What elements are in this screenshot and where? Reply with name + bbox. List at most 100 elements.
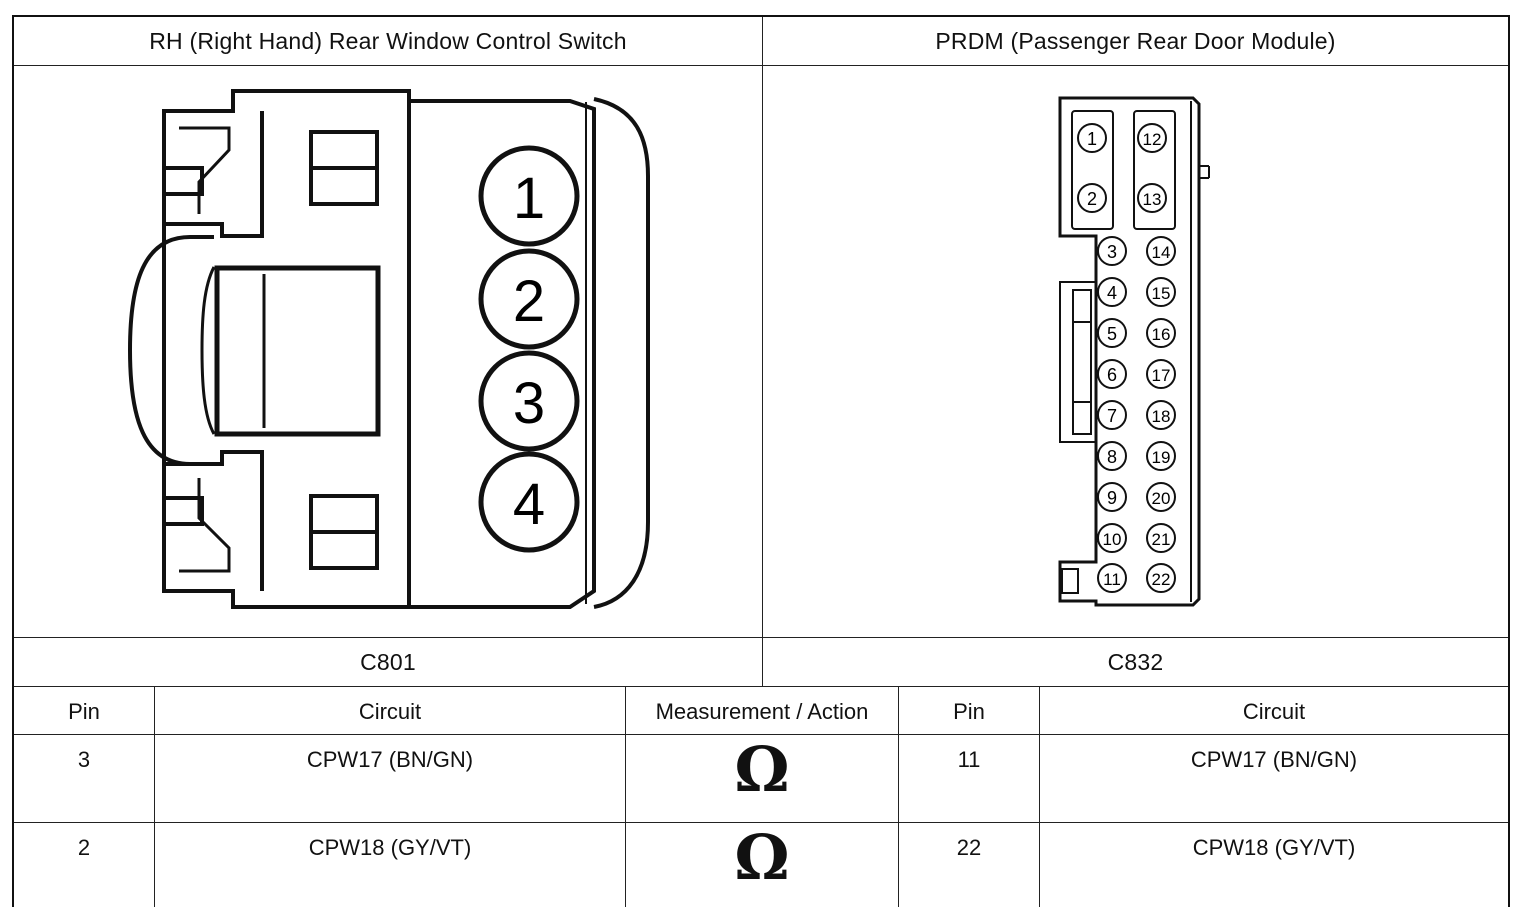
c832-lock-window	[1061, 568, 1079, 594]
c801-connector-diagram: 1 2 3 4	[127, 89, 650, 609]
c832-pin-16-label: 16	[1152, 325, 1171, 344]
table-row-1-circuit-right-value: CPW17 (BN/GN)	[1190, 747, 1358, 772]
c832-pin-13-label: 13	[1143, 190, 1162, 209]
table-header-measurement-label: Measurement / Action	[655, 699, 869, 724]
c832-pin-12-label: 12	[1143, 130, 1162, 149]
c832-pin-11: 11	[1097, 563, 1127, 593]
c801-pin-3: 3	[478, 350, 580, 452]
c801-terminal-face	[409, 99, 596, 609]
c832-pin-3: 3	[1097, 236, 1127, 266]
left-connector-title: RH (Right Hand) Rear Window Control Swit…	[149, 28, 627, 54]
c801-bottom-latch-inner	[179, 478, 231, 573]
left-connector-id-cell: C801	[14, 638, 763, 687]
c832-pin-6-label: 6	[1107, 365, 1117, 385]
c801-pin-3-label: 3	[513, 371, 545, 436]
c832-pin-4-label: 4	[1107, 283, 1117, 303]
table-row-1-measurement: Ω	[626, 735, 899, 823]
c801-top-latch	[162, 111, 264, 238]
table-row-2-pin-right: 22	[899, 823, 1040, 907]
table-row-1-circuit-right: CPW17 (BN/GN)	[1040, 735, 1508, 823]
table-row-1-circuit-left-value: CPW17 (BN/GN)	[306, 747, 474, 772]
c832-pin-3-label: 3	[1107, 242, 1117, 262]
c801-center-cavity	[214, 265, 381, 437]
table-header-circuit-right-label: Circuit	[1242, 699, 1306, 724]
c832-pin-18-label: 18	[1152, 407, 1171, 426]
right-connector-id-cell: C832	[763, 638, 1508, 687]
table-header-circuit-right: Circuit	[1040, 687, 1508, 735]
c832-pin-1-label: 1	[1087, 129, 1097, 149]
c801-top-latch-inner	[179, 126, 231, 214]
left-connector-drawing-cell: 1 2 3 4	[14, 66, 763, 638]
c832-pin-10: 10	[1097, 523, 1127, 553]
table-row-1-pin-left-value: 3	[77, 747, 91, 772]
c832-pin-21: 21	[1146, 523, 1176, 553]
c832-pin-9: 9	[1097, 482, 1127, 512]
c801-left-release-tab	[127, 235, 214, 466]
c832-top-left-cavity	[1071, 110, 1114, 230]
table-row-1-circuit-left: CPW17 (BN/GN)	[155, 735, 626, 823]
table-row-1-pin-right: 11	[899, 735, 1040, 823]
c801-left-release-tab-inner	[200, 266, 216, 435]
table-row-2-circuit-right: CPW18 (GY/VT)	[1040, 823, 1508, 907]
c832-pin-17-label: 17	[1152, 366, 1171, 385]
left-connector-title-cell: RH (Right Hand) Rear Window Control Swit…	[14, 17, 763, 66]
table-header-pin-right: Pin	[899, 687, 1040, 735]
c801-pin-4: 4	[478, 451, 580, 553]
c832-pin-13: 13	[1137, 183, 1167, 213]
c832-top-right-cavity	[1133, 110, 1176, 230]
c832-pin-8: 8	[1097, 441, 1127, 471]
c801-bottom-latch	[162, 450, 264, 591]
c832-pin-7: 7	[1097, 400, 1127, 430]
c832-pin-8-label: 8	[1107, 447, 1117, 467]
table-header-pin-left: Pin	[14, 687, 155, 735]
table-header-circuit-left-label: Circuit	[358, 699, 422, 724]
c832-pin-7-label: 7	[1107, 406, 1117, 426]
c832-pin-2-label: 2	[1087, 189, 1097, 209]
table-row-1-pin-left: 3	[14, 735, 155, 823]
ohm-icon: Ω	[734, 821, 790, 894]
table-row-1-pin-right-value: 11	[957, 747, 981, 772]
c801-pin-1-label: 1	[513, 166, 545, 231]
table-row-2-measurement: Ω	[626, 823, 899, 907]
c832-pin-12: 12	[1137, 123, 1167, 153]
right-connector-title-cell: PRDM (Passenger Rear Door Module)	[763, 17, 1508, 66]
c801-pin-4-label: 4	[513, 472, 545, 537]
c801-right-cap	[593, 97, 650, 609]
c832-pin-21-label: 21	[1152, 530, 1171, 549]
c832-pin-1: 1	[1077, 123, 1107, 153]
c832-pin-19-label: 19	[1152, 448, 1171, 467]
table-header-circuit-left: Circuit	[155, 687, 626, 735]
c832-pin-14-label: 14	[1152, 243, 1171, 262]
c832-pin-15: 15	[1146, 277, 1176, 307]
right-connector-title: PRDM (Passenger Rear Door Module)	[935, 28, 1336, 54]
c832-pin-5-label: 5	[1107, 324, 1117, 344]
c832-pin-20-label: 20	[1152, 489, 1171, 508]
table-row-2-circuit-left-value: CPW18 (GY/VT)	[308, 835, 472, 860]
c832-pin-2: 2	[1077, 183, 1107, 213]
c832-pin-18: 18	[1146, 400, 1176, 430]
table-row-2-circuit-right-value: CPW18 (GY/VT)	[1192, 835, 1356, 860]
table-header-pin-left-label: Pin	[68, 699, 100, 724]
c832-pin-22: 22	[1146, 563, 1176, 593]
c832-pin-9-label: 9	[1107, 488, 1117, 508]
c832-housing-outline	[1058, 96, 1201, 607]
c832-pin-14: 14	[1146, 236, 1176, 266]
table-row-2-pin-right-value: 22	[956, 835, 982, 860]
c832-pin-10-label: 10	[1103, 530, 1122, 549]
c832-pin-4: 4	[1097, 277, 1127, 307]
c832-left-rail-inner	[1072, 289, 1092, 435]
table-row-2-pin-left: 2	[14, 823, 155, 907]
c832-pin-15-label: 15	[1152, 284, 1171, 303]
c832-left-rail	[1059, 281, 1097, 443]
c832-pin-11-label: 11	[1103, 570, 1121, 589]
c832-pin-19: 19	[1146, 441, 1176, 471]
table-row-2-pin-left-value: 2	[77, 835, 91, 860]
c801-pin-2: 2	[478, 248, 580, 350]
c832-pin-6: 6	[1097, 359, 1127, 389]
c801-pin-2-label: 2	[513, 269, 545, 334]
table-row-2-circuit-left: CPW18 (GY/VT)	[155, 823, 626, 907]
c832-pin-17: 17	[1146, 359, 1176, 389]
pinout-sheet: RH (Right Hand) Rear Window Control Swit…	[12, 15, 1510, 907]
c832-pin-20: 20	[1146, 482, 1176, 512]
c832-connector-diagram: 1 2 12 13 3 4 5 6 7 8 9 10 11 14 15 16 1…	[1058, 96, 1210, 607]
